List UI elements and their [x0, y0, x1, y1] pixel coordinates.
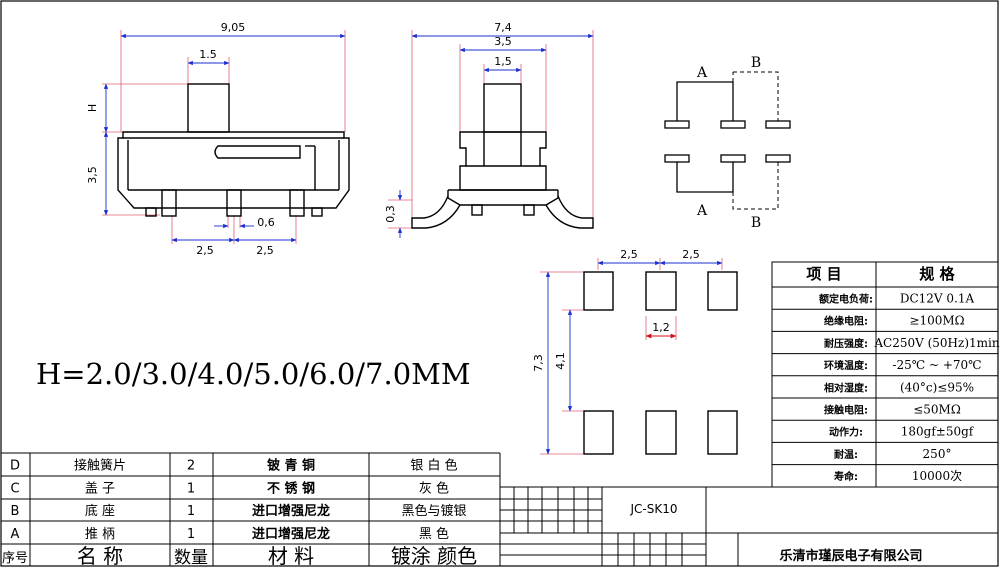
spec-value: AC250V (50Hz)1min: [873, 336, 1000, 350]
bom-header-no: 序号: [2, 551, 28, 566]
bom-cell-finish: 银 白 色: [410, 458, 457, 474]
part-number: JC-SK10: [629, 502, 677, 516]
dim-side-overall-width: 9,05: [221, 21, 246, 34]
bom-cell-no: C: [10, 481, 19, 496]
bom-cell-no: B: [11, 504, 20, 519]
spec-item-label: 额定电负荷:: [819, 293, 873, 306]
bom-cell-material: 进口增强尼龙: [252, 526, 330, 542]
bom-header-qty: 数量: [174, 548, 208, 568]
spec-item-label: 耐压强度:: [824, 337, 868, 350]
spec-value: -25℃ ~ +70℃: [892, 358, 981, 372]
spec-value: 250°: [923, 447, 952, 461]
bom-cell-qty: 1: [187, 481, 195, 496]
dim-side-pitch-right: 2,5: [256, 244, 274, 257]
dim-side-pin-width: 0,6: [257, 216, 275, 229]
dim-front-handle-width: 1,5: [494, 55, 512, 68]
bom-cell-qty: 1: [187, 504, 195, 519]
spec-value: ≤50MΩ: [913, 403, 961, 417]
dim-footprint-total-height: 7,3: [532, 354, 545, 372]
switch-schematic: A B A B: [664, 55, 791, 231]
dim-side-handle-height: H: [86, 104, 99, 112]
bom-table: D 接触簧片 2 铍 青 铜 银 白 色 C 盖 子 1 不 锈 钢 灰 色 B 底 座 1 进口增强尼龙…: [1, 452, 501, 568]
bom-cell-name: 推 柄: [85, 527, 115, 542]
bom-cell-material: 进口增强尼龙: [252, 503, 330, 519]
spec-item-label: 动作力:: [829, 426, 863, 439]
spec-item-label: 耐温:: [834, 448, 858, 461]
bom-cell-finish: 黑 色: [419, 526, 449, 542]
bom-cell-no: D: [10, 459, 20, 474]
spec-value: 10000次: [912, 469, 962, 483]
bom-cell-material: 不 锈 钢: [267, 480, 315, 496]
side-view: 9,05 1.5 H 3,5 2,5 2,5 0,6: [86, 21, 350, 257]
bom-cell-material: 铍 青 铜: [267, 458, 315, 474]
dim-front-standoff: 0,3: [384, 205, 397, 223]
bom-cell-finish: 灰 色: [419, 480, 449, 496]
spec-item-label: 绝缘电阻:: [824, 315, 868, 328]
spec-table: 项 目 规 格 额定电负荷: DC12V 0.1A 绝缘电阻: ≥100MΩ 耐压强度:…: [771, 261, 1000, 488]
bom-cell-name: 底 座: [85, 503, 115, 519]
spec-item-label: 环境温度:: [824, 359, 868, 372]
title-block: JC-SK10 乐清市瑾辰电子有限公司: [500, 486, 998, 566]
dim-side-body-height: 3,5: [86, 166, 99, 184]
spec-value: ≥100MΩ: [909, 314, 964, 328]
company-name: 乐清市瑾辰电子有限公司: [779, 548, 922, 564]
bom-cell-qty: 2: [187, 459, 195, 474]
bom-cell-finish: 黑色与镀银: [401, 503, 466, 519]
spec-item-label: 寿命:: [834, 470, 858, 483]
spec-item-label: 相对湿度:: [824, 381, 868, 394]
bom-cell-name: 盖 子: [85, 481, 115, 496]
bom-header-finish: 镀涂 颜色: [391, 544, 477, 568]
dim-side-pitch-left: 2,5: [196, 244, 214, 257]
dim-footprint-pitch-left: 2,5: [620, 248, 638, 261]
bom-cell-name: 接触簧片: [74, 458, 126, 474]
dim-footprint-inner-height: 4,1: [554, 352, 567, 370]
bom-cell-no: A: [11, 527, 20, 542]
schematic-label-b-top: B: [751, 55, 761, 71]
schematic-label-a-top: A: [696, 65, 708, 81]
handle-height-note: H=2.0/3.0/4.0/5.0/6.0/7.0MM: [36, 357, 471, 391]
pcb-footprint: 2,5 2,5 1,2 7,3 4,1: [532, 248, 738, 455]
dim-front-body-width: 3,5: [494, 35, 512, 48]
dim-footprint-pad-width: 1,2: [652, 321, 670, 334]
spec-header-spec: 规 格: [919, 265, 955, 283]
bom-header-name: 名 称: [77, 544, 123, 568]
bom-header-material: 材 料: [268, 544, 314, 568]
spec-value: 180gf±50gf: [901, 425, 975, 439]
front-view: 7,4 3,5 1,5 0,3: [384, 21, 594, 238]
bom-cell-qty: 1: [187, 527, 195, 542]
spec-value: DC12V 0.1A: [900, 292, 975, 306]
spec-header-item: 项 目: [806, 265, 841, 283]
spec-value: (40°c)≤95%: [900, 380, 974, 394]
spec-item-label: 接触电阻:: [824, 404, 868, 417]
schematic-label-a-bottom: A: [696, 203, 708, 219]
dim-front-overall-width: 7,4: [494, 21, 512, 34]
schematic-label-b-bottom: B: [751, 215, 761, 231]
dim-side-handle-width: 1.5: [199, 48, 217, 61]
dim-footprint-pitch-right: 2,5: [682, 248, 700, 261]
